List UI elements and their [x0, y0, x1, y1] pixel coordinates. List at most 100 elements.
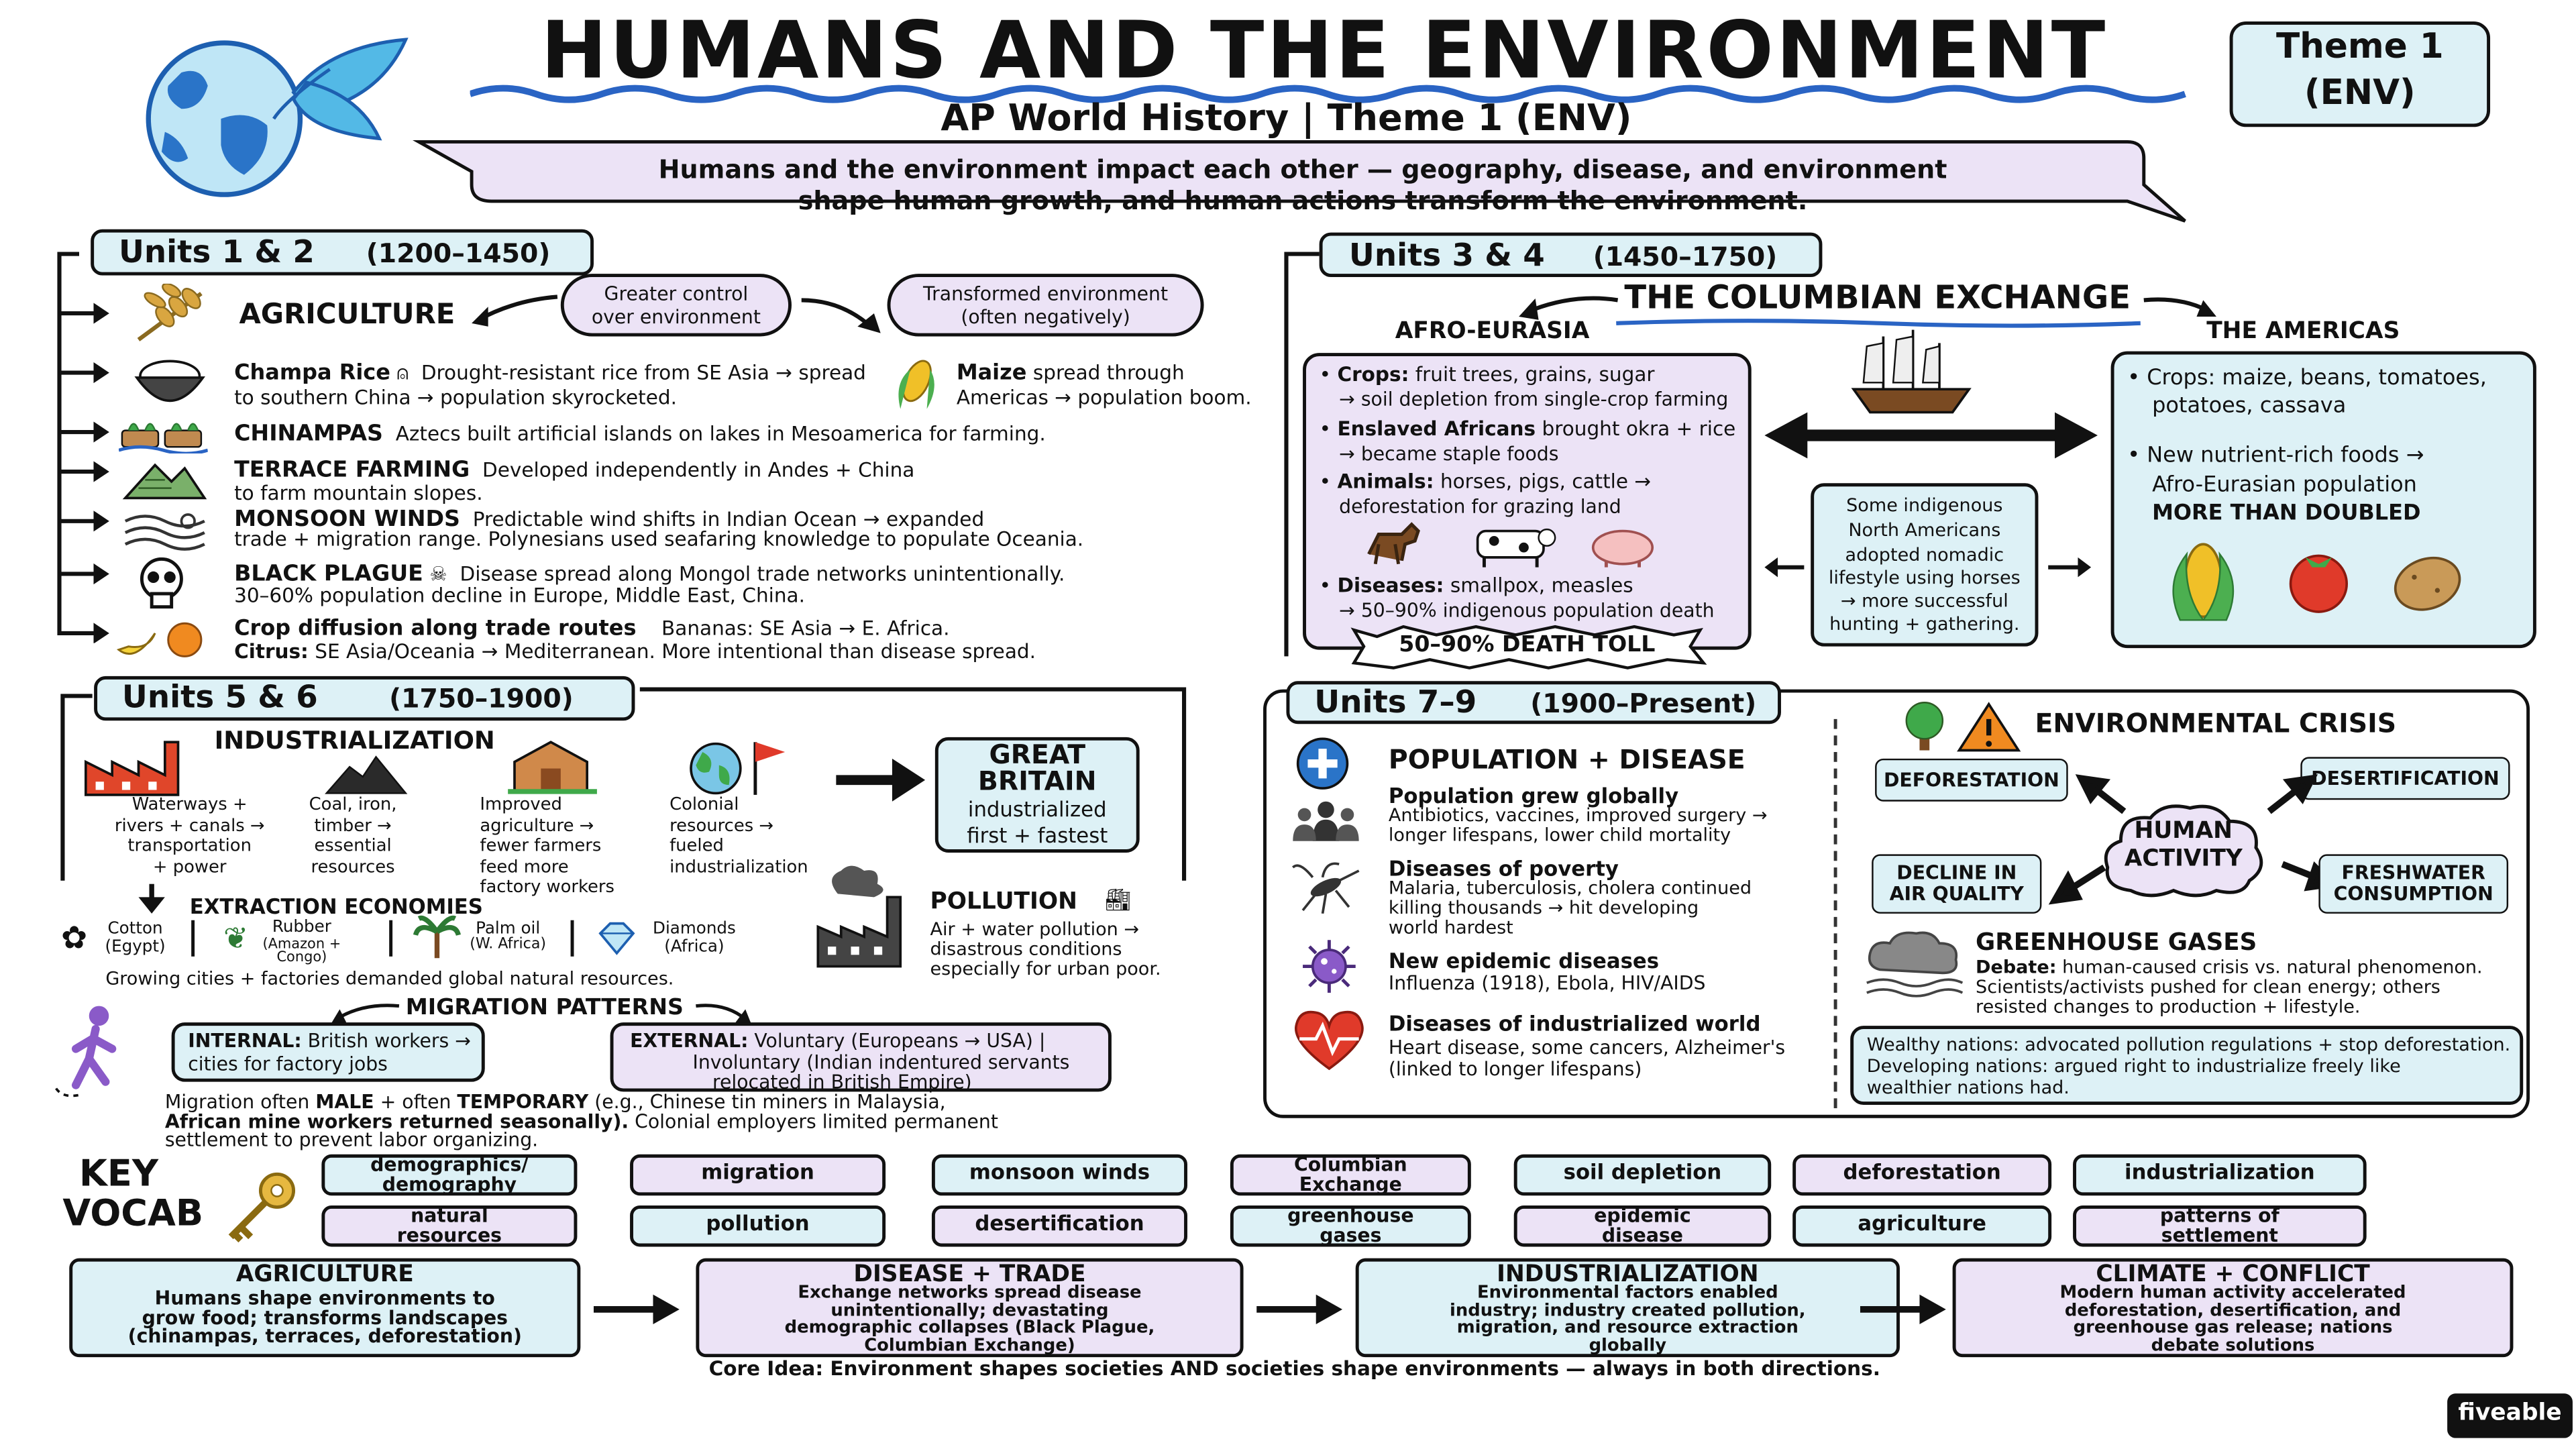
- units-1-2-dates: (1200–1450): [366, 237, 551, 269]
- crop-diffusion-title: Crop diffusion along trade routes: [234, 616, 637, 642]
- great-britain-line4: first + fastest: [967, 822, 1108, 848]
- diamond-icon: [598, 922, 635, 955]
- vocab-term: [1513, 1205, 1772, 1247]
- double-arrow-icon: [1764, 412, 2098, 459]
- internal-migration-box: [171, 1022, 485, 1082]
- external-migration-box: [610, 1022, 1112, 1092]
- skull-icon: [140, 557, 183, 609]
- vocab-term-label: soil depletion: [1563, 1159, 1722, 1185]
- new-epidemic-line1: Influenza (1918), Ebola, HIV/AIDS: [1388, 971, 1706, 995]
- rubber-leaf-icon: ❦: [223, 920, 249, 956]
- chinampas-icon: [118, 423, 208, 454]
- pollution-line1: Air + water pollution →: [930, 918, 1140, 941]
- flow-arrow-icon: [1256, 1294, 1343, 1325]
- vocab-term: [630, 1205, 886, 1247]
- afro-crops-line2: → soil depletion from single-crop farmin…: [1339, 387, 1729, 411]
- key-vocab-label-2: VOCAB: [62, 1193, 204, 1236]
- champa-rice-title: Champa Rice: [234, 361, 390, 386]
- afro-eurasia-box: [1303, 353, 1752, 650]
- people-icon: [1293, 801, 1359, 841]
- units-7-9-title: Units 7–9: [1314, 684, 1477, 721]
- rice-bowl-small-icon: ⍝: [396, 361, 409, 384]
- pollution-line2: disastrous conditions: [930, 938, 1122, 960]
- terrace-farming-line2: to farm mountain slopes.: [234, 481, 483, 505]
- deforestation-label: DEFORESTATION: [1875, 758, 2068, 802]
- afro-crops-heading: Crops:: [1337, 362, 1409, 386]
- rubber-label: Rubber: [272, 918, 331, 937]
- barn-icon: [508, 741, 597, 794]
- freshwater-line2: CONSUMPTION: [2333, 882, 2493, 906]
- fiveable-logo-text: fiveable: [2458, 1400, 2562, 1427]
- vocab-term: [321, 1154, 578, 1196]
- flow-box-title: CLIMATE + CONFLICT: [2096, 1261, 2370, 1288]
- bubble-transformed-line1: Transformed environment: [923, 282, 1169, 305]
- globe-leaf-icon: [146, 38, 409, 197]
- theme-badge-line1: Theme 1: [2275, 26, 2444, 66]
- fiveable-logo[interactable]: [2447, 1393, 2573, 1438]
- livestock-icons: [1367, 522, 1654, 568]
- vocab-term-label: desertification: [975, 1210, 1144, 1236]
- wheat-icon: [137, 283, 203, 341]
- terrace-farming-line1: Developed independently in Andes + China: [482, 458, 915, 482]
- great-britain-line1: GREAT: [989, 739, 1086, 771]
- new-epidemic-heading: New epidemic diseases: [1388, 948, 1660, 973]
- cotton-region: (Egypt): [105, 938, 166, 957]
- units-7-9-panel: [1263, 689, 2530, 1118]
- units-3-4-bracket: [1284, 252, 1320, 657]
- factory-icon: [84, 741, 180, 796]
- citrus-label: Citrus:: [234, 639, 309, 663]
- polluting-factory-icon: [816, 865, 902, 968]
- afro-eurasia-label: AFRO-EURASIA: [1395, 318, 1590, 345]
- smog-cloud-icon: [1866, 931, 1964, 998]
- flow-arrow-icon: [593, 1294, 680, 1325]
- monsoon-winds-line1: Predictable wind shifts in Indian Ocean …: [472, 508, 985, 531]
- units-7-9-header: [1286, 681, 1781, 724]
- units-3-4-dates: (1450–1750): [1593, 240, 1778, 272]
- industrialized-diseases-line2: (linked to longer lifespans): [1388, 1057, 1642, 1081]
- bubble-greater-control-line2: over environment: [591, 305, 761, 329]
- core-idea: Core Idea: Environment shapes societies …: [708, 1357, 1880, 1381]
- coal-pile-icon: [325, 755, 408, 794]
- vocab-term: [1513, 1154, 1772, 1196]
- animals-heading: Animals:: [1337, 470, 1434, 494]
- external-heading: EXTERNAL:: [630, 1028, 749, 1053]
- population-grew-line1: Antibiotics, vaccines, improved surgery …: [1388, 804, 1768, 826]
- tree-warning-icon: [1905, 702, 2021, 752]
- americas-crops-line2: potatoes, cassava: [2152, 394, 2347, 419]
- maize-icon: [898, 360, 934, 409]
- flow-box-title: INDUSTRIALIZATION: [1497, 1261, 1759, 1288]
- arrow-to-internal: [329, 1004, 400, 1026]
- population-grew-line2: longer lifespans, lower child mortality: [1388, 824, 1731, 847]
- vocab-term: [1230, 1205, 1471, 1247]
- diseases-of-poverty-line3: world hardest: [1388, 916, 1513, 938]
- page-subtitle: AP World History | Theme 1 (ENV): [941, 99, 1632, 140]
- animals-text: horses, pigs, cattle →: [1440, 470, 1652, 494]
- chinampas-title: CHINAMPAS: [234, 420, 383, 447]
- champa-rice-line1: Drought-resistant rice from SE Asia → sp…: [421, 361, 866, 384]
- nomad-line5: → more successful: [1840, 590, 2008, 612]
- internal-heading: INTERNAL:: [188, 1028, 302, 1053]
- environmental-crisis-heading: ENVIRONMENTAL CRISIS: [2035, 707, 2397, 739]
- units-5-6-bracket: [60, 687, 1187, 881]
- population-grew-heading: Population grew globally: [1388, 783, 1679, 808]
- wind-icon: [124, 513, 205, 551]
- flow-box: [1952, 1258, 2514, 1358]
- migration-note-male: MALE: [315, 1089, 374, 1114]
- section-divider: [1833, 718, 1837, 1108]
- champa-rice-line2: to southern China → population skyrocket…: [234, 386, 677, 409]
- diseases-of-poverty-heading: Diseases of poverty: [1388, 855, 1619, 881]
- migration-note-2b: Colonial employers limited permanent: [635, 1110, 998, 1133]
- pig-icon: [1591, 529, 1654, 568]
- maize-line2: Americas → population boom.: [956, 386, 1252, 409]
- diamonds-label: Diamonds: [653, 920, 736, 938]
- death-toll-label: 50–90% DEATH TOLL: [1399, 631, 1656, 658]
- banana-orange-icon: [116, 622, 203, 657]
- americas-crops-line1: Crops: maize, beans, tomatoes,: [2147, 366, 2487, 391]
- pollution-heading: POLLUTION: [930, 889, 1077, 916]
- external-line2: Involuntary (Indian indentured servants: [692, 1050, 1070, 1074]
